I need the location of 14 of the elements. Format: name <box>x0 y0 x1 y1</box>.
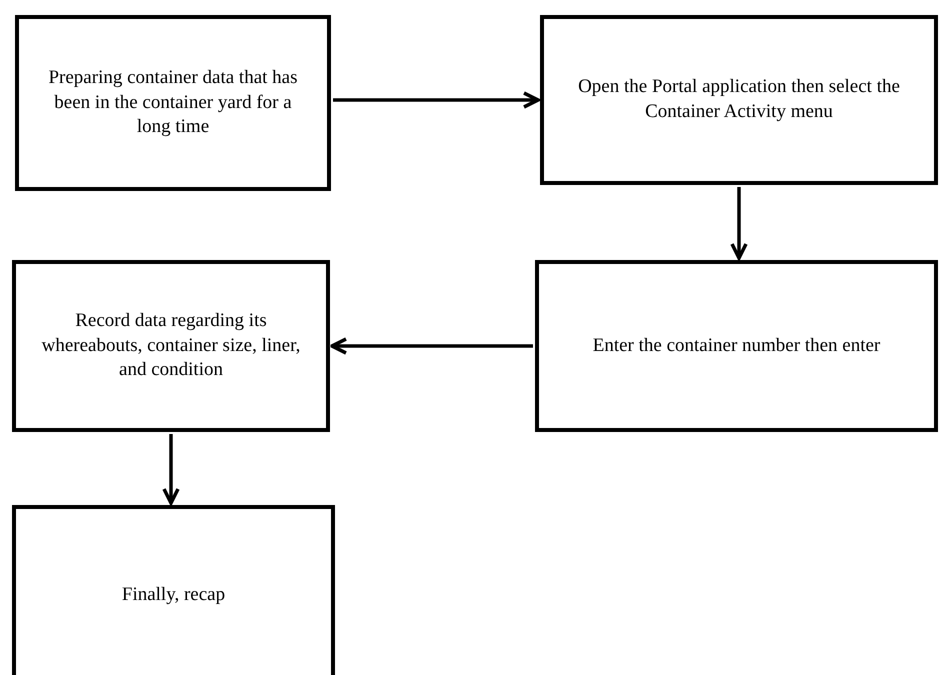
step-text: Enter the container number then enter <box>592 334 880 358</box>
process-box <box>12 260 330 432</box>
arrow <box>330 337 533 355</box>
process-box <box>540 15 938 185</box>
step-text: Finally, recap <box>122 582 226 607</box>
arrow <box>162 434 180 505</box>
arrow <box>730 187 748 260</box>
process-box <box>535 260 938 432</box>
step-text: Record data regarding its whereabouts, container size, liner, and condition <box>40 308 302 382</box>
arrow <box>333 91 540 109</box>
process-box <box>12 505 335 675</box>
step-text: Open the Portal application then select the Container Activity menu <box>577 75 901 124</box>
step-text: Preparing container data that has been in the container yard for a long time <box>47 66 298 140</box>
process-box <box>15 15 331 191</box>
